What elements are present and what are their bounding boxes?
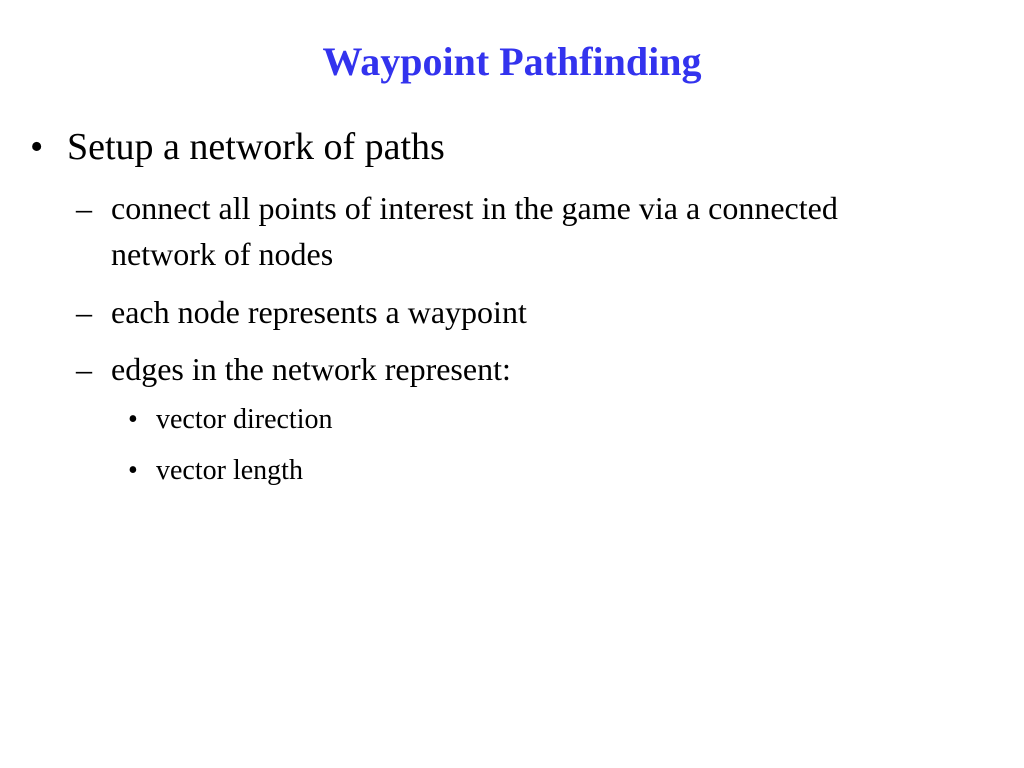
dash-marker: –	[76, 190, 92, 226]
bullet-marker: •	[30, 126, 44, 168]
sub-sub-bullet-text: vector length	[156, 455, 303, 486]
sub-bullet-item: – each node represents a waypoint	[76, 289, 936, 335]
slide-title: Waypoint Pathfinding	[322, 39, 702, 84]
sub-bullet-text: each node represents a waypoint	[111, 294, 527, 330]
sub-sub-bullet-text: vector direction	[156, 404, 333, 435]
bullet-text: Setup a network of paths	[67, 126, 445, 168]
sub-bullet-item: – edges in the network represent:	[76, 346, 936, 392]
dash-marker: –	[76, 351, 92, 387]
sub-bullet-item: – connect all points of interest in the …	[76, 185, 936, 277]
bullet-marker: •	[128, 404, 138, 435]
sub-bullet-text: connect all points of interest in the ga…	[111, 190, 838, 272]
bullet-marker: •	[128, 455, 138, 486]
sub-bullet-text: edges in the network represent:	[111, 351, 511, 387]
dash-marker: –	[76, 294, 92, 330]
